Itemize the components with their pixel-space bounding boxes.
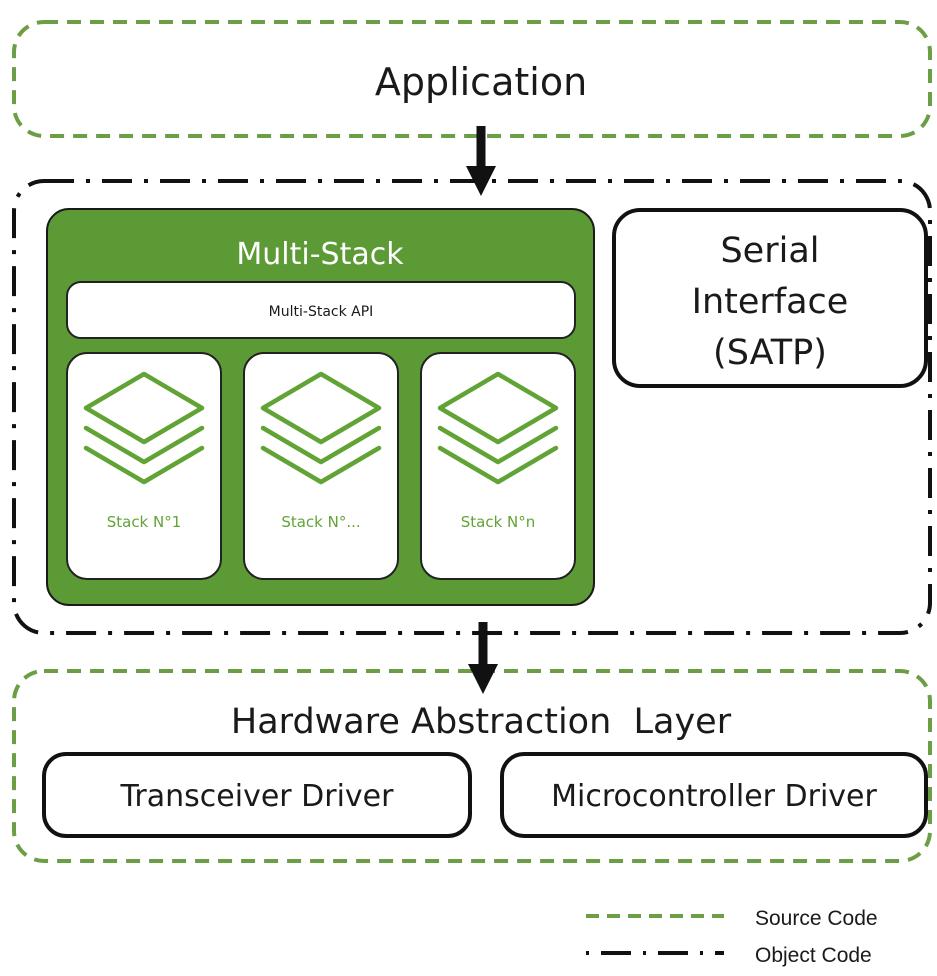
legend: Source Code Object Code xyxy=(586,907,878,967)
stack-card-2: Stack N°... xyxy=(243,352,399,580)
object-code-region xyxy=(12,179,932,635)
microcontroller-driver-box: Microcontroller Driver xyxy=(500,752,928,838)
arrow-core-to-hal xyxy=(468,622,498,694)
stack-label: Stack N°1 xyxy=(107,513,182,531)
hal-title: Hardware Abstraction Layer xyxy=(231,702,732,742)
serial-interface-line-2: Interface xyxy=(692,282,849,322)
serial-interface-line-1: Serial xyxy=(720,231,819,271)
application-box: Application xyxy=(12,20,932,138)
legend-source-code: Source Code xyxy=(586,907,878,930)
microcontroller-driver-label: Microcontroller Driver xyxy=(551,779,877,814)
multistack-api-box: Multi-Stack API xyxy=(66,281,576,339)
serial-interface-line-3: (SATP) xyxy=(713,333,827,373)
stack-card-1: Stack N°1 xyxy=(66,352,222,580)
transceiver-driver-label: Transceiver Driver xyxy=(120,779,395,814)
arrow-application-to-core xyxy=(466,126,496,196)
multistack-block: Multi-Stack Multi-Stack API Stack N°1 St… xyxy=(46,208,595,606)
stack-card-3: Stack N°n xyxy=(420,352,576,580)
transceiver-driver-box: Transceiver Driver xyxy=(42,752,472,838)
legend-object-code-label: Object Code xyxy=(755,944,872,967)
stack-label: Stack N°n xyxy=(461,513,536,531)
multistack-title: Multi-Stack xyxy=(236,237,404,272)
multistack-api-label: Multi-Stack API xyxy=(269,304,374,320)
serial-interface-box: Serial Interface (SATP) xyxy=(612,208,928,388)
legend-source-code-label: Source Code xyxy=(755,907,878,930)
legend-object-code: Object Code xyxy=(586,944,872,967)
stack-label: Stack N°... xyxy=(281,513,360,531)
application-label: Application xyxy=(375,60,587,104)
hal-box: Hardware Abstraction Layer Transceiver D… xyxy=(12,669,932,863)
